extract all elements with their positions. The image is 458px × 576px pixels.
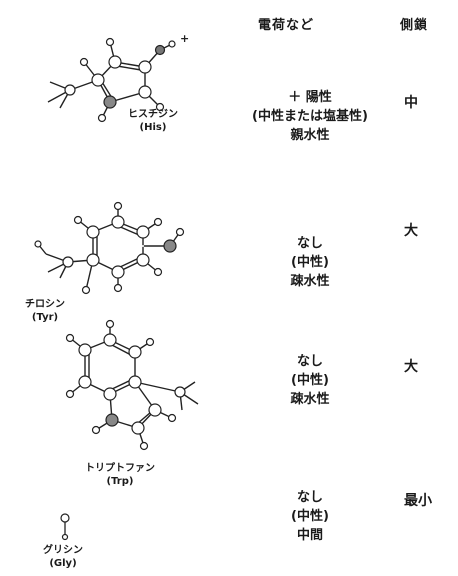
glycine-molecule-diagram: [60, 513, 70, 541]
charge-line: 中間: [296, 528, 323, 543]
tryptophan-charge-info: なし (中性) 疎水性: [240, 352, 380, 409]
charge-line: 親水性: [290, 128, 330, 143]
glycine-charge-info: なし (中性) 中間: [240, 488, 380, 545]
tryptophan-side-chain-size: 大: [404, 359, 418, 375]
histidine-japanese-name: ヒスチジン: [128, 109, 178, 120]
charge-column-header: 電荷など: [258, 18, 315, 33]
histidine-molecule-diagram: +: [47, 32, 189, 123]
tyrosine-charge-info: なし (中性) 疎水性: [240, 234, 380, 291]
glycine-side-chain-size: 最小: [404, 493, 432, 509]
histidine-side-chain-size: 中: [404, 95, 418, 111]
tyrosine-molecule-diagram: [34, 201, 185, 295]
side-chain-column-header: 側鎖: [400, 18, 429, 33]
charge-line: (中性): [291, 509, 329, 524]
charge-line: なし: [296, 354, 323, 369]
tryptophan-molecule-diagram: [65, 319, 199, 451]
histidine-abbreviation: (His): [139, 122, 167, 133]
charge-line: 疎水性: [290, 392, 330, 407]
charge-line: (中性): [291, 373, 329, 388]
glycine-name-label: グリシン (Gly): [28, 544, 98, 570]
glycine-japanese-name: グリシン: [43, 545, 83, 556]
tyrosine-side-chain-size: 大: [404, 223, 418, 239]
tyrosine-abbreviation: (Tyr): [31, 312, 59, 323]
charge-line: 疎水性: [290, 274, 330, 289]
charge-line: なし: [296, 236, 323, 251]
charge-line: ＋ 陽性: [288, 90, 332, 105]
svg-text:+: +: [180, 32, 189, 45]
charge-line: (中性): [291, 255, 329, 270]
histidine-charge-info: ＋ 陽性 (中性または塩基性) 親水性: [240, 88, 380, 145]
tyrosine-name-label: チロシン (Tyr): [10, 298, 80, 324]
tyrosine-japanese-name: チロシン: [25, 299, 65, 310]
tryptophan-name-label: トリプトファン (Trp): [70, 462, 170, 488]
charge-line: (中性または塩基性): [252, 109, 368, 124]
histidine-name-label: ヒスチジン (His): [108, 108, 198, 134]
glycine-abbreviation: (Gly): [49, 558, 77, 569]
charge-line: なし: [296, 490, 323, 505]
tryptophan-japanese-name: トリプトファン: [85, 463, 155, 474]
tryptophan-abbreviation: (Trp): [106, 476, 134, 487]
